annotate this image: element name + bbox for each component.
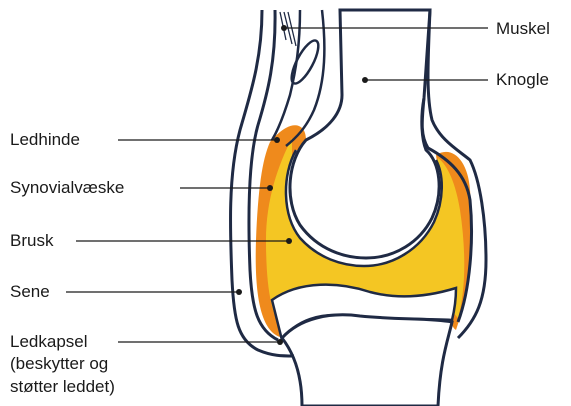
label-sene: Sene xyxy=(10,282,50,302)
leader-knogle-dot xyxy=(362,77,368,83)
label-ledkapsel-note-1: (beskytter og xyxy=(10,354,108,374)
label-brusk: Brusk xyxy=(10,231,53,251)
label-ledhinde: Ledhinde xyxy=(10,130,80,150)
knogle-lower xyxy=(282,315,452,406)
label-synovialvaeske: Synovialvæske xyxy=(10,178,124,198)
leader-synovialvaeske-dot xyxy=(267,185,273,191)
label-knogle: Knogle xyxy=(496,70,549,90)
leader-brusk-dot xyxy=(286,238,292,244)
label-muskel: Muskel xyxy=(496,19,550,39)
leader-ledhinde-dot xyxy=(274,137,280,143)
label-ledkapsel: Ledkapsel xyxy=(10,332,88,352)
leader-sene-dot xyxy=(236,289,242,295)
muskel-belly xyxy=(287,37,324,87)
label-ledkapsel-note-2: støtter leddet) xyxy=(10,377,115,397)
knogle-upper xyxy=(290,10,439,258)
leader-ledkapsel-dot xyxy=(277,339,283,345)
leader-muskel-dot xyxy=(281,25,287,31)
